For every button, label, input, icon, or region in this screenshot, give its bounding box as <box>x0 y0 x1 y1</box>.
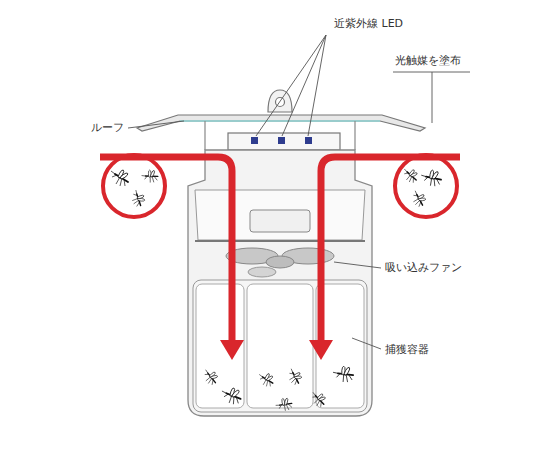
capture-container <box>193 280 367 412</box>
body-housing <box>188 150 372 416</box>
callout-label: 吸い込みファン <box>384 261 463 275</box>
roof-post <box>204 121 205 150</box>
fan-plate <box>195 240 365 242</box>
callout-label: 光触媒を塗布 <box>394 54 462 68</box>
callout-label: 近紫外線 LED <box>333 17 404 31</box>
mosquito-circle <box>395 155 457 217</box>
arrowhead <box>220 340 244 360</box>
roof <box>137 115 425 131</box>
leader-line <box>128 35 470 349</box>
photocatalyst-coating <box>180 120 380 122</box>
callout-label: 捕獲容器 <box>384 343 430 357</box>
led-unit <box>228 133 340 150</box>
callout-label: ルーフ <box>90 121 125 135</box>
mosquito-circle <box>103 155 165 217</box>
motor <box>250 210 310 232</box>
mosquitoes <box>111 167 443 414</box>
intake-chamber <box>195 190 365 240</box>
arrowhead <box>309 340 333 360</box>
roof-post <box>354 121 355 150</box>
airflow-arrow <box>100 157 460 342</box>
